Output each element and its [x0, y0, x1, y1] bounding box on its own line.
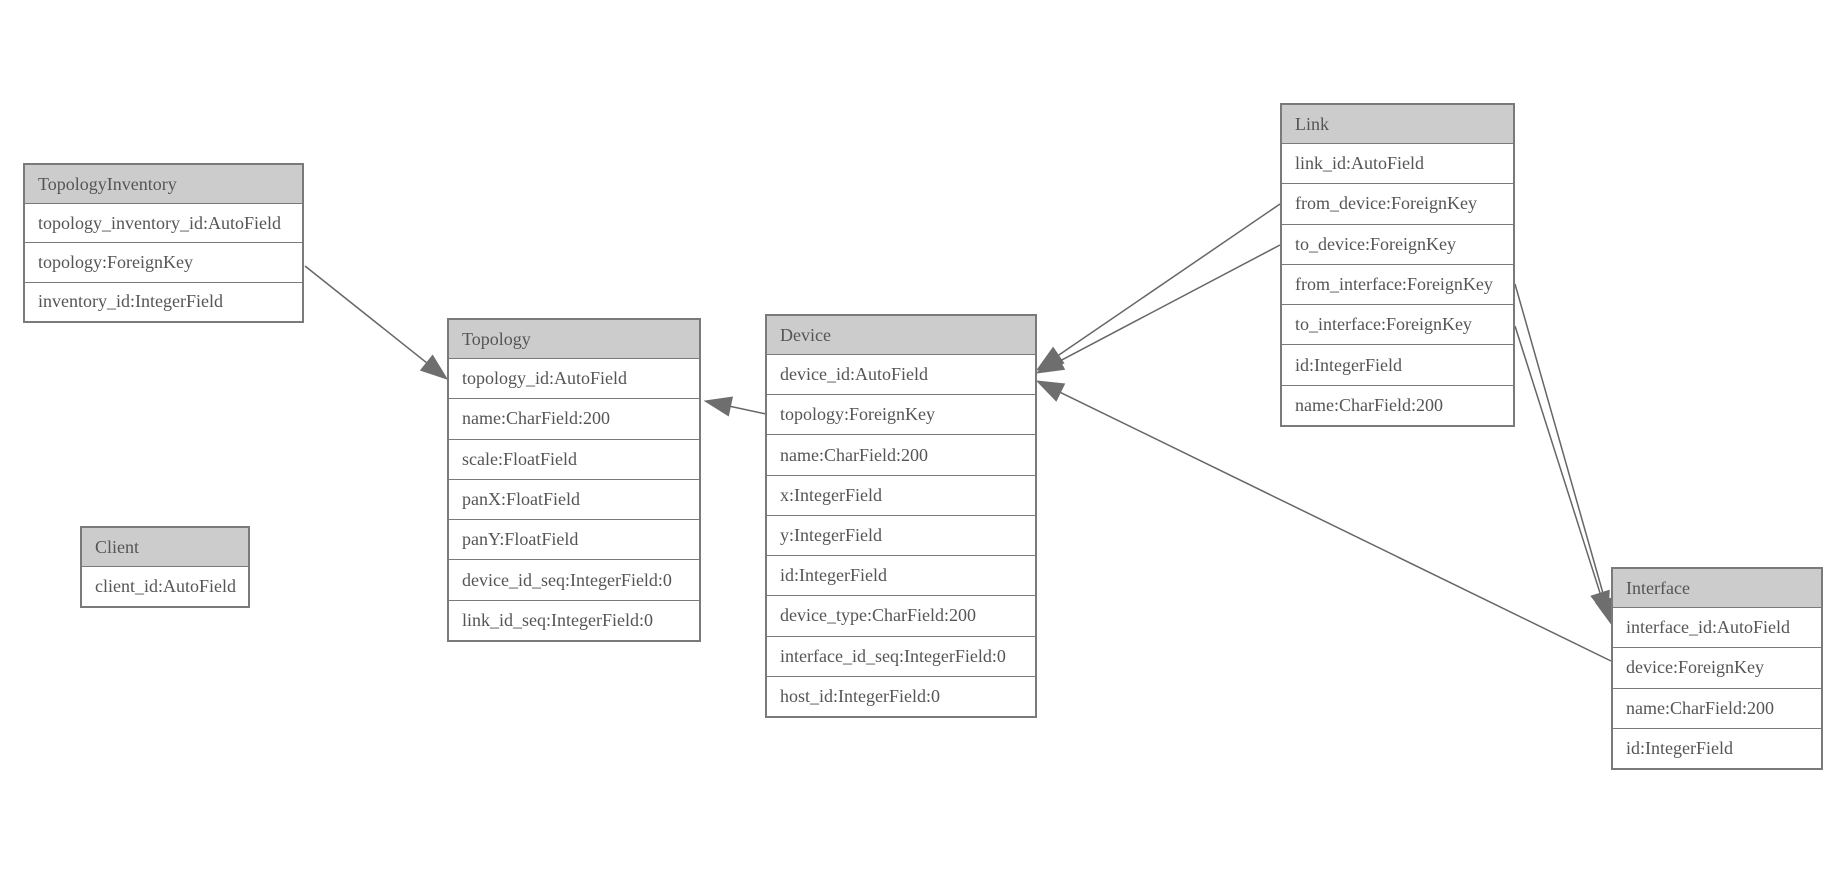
edge-device-topology-to-topology — [703, 396, 767, 417]
entity-field-row: scale:FloatField — [449, 439, 699, 480]
arrowhead-icon — [703, 396, 734, 417]
edge-line — [1060, 391, 1612, 662]
entity-field-row: interface_id_seq:IntegerField:0 — [767, 636, 1035, 677]
entity-title-client: Client — [82, 528, 248, 567]
edge-link-from-device-to-device — [1035, 203, 1281, 371]
entity-field-row: name:CharField:200 — [1282, 385, 1513, 425]
edge-line — [730, 405, 767, 415]
arrowhead-icon — [1590, 589, 1610, 620]
edge-line — [304, 265, 428, 364]
entity-field-row: link_id:AutoField — [1282, 144, 1513, 185]
arrowhead-icon — [419, 354, 449, 380]
entity-field-row: name:CharField:200 — [1613, 688, 1821, 729]
entity-field-row: to_device:ForeignKey — [1282, 224, 1513, 265]
entity-field-row: to_interface:ForeignKey — [1282, 305, 1513, 346]
entity-field-row: topology_id:AutoField — [449, 359, 699, 400]
entity-title-topology: Topology — [449, 320, 699, 359]
entity-title-link: Link — [1282, 105, 1513, 144]
entity-field-row: device_id:AutoField — [767, 355, 1035, 396]
entity-field-row: from_interface:ForeignKey — [1282, 264, 1513, 306]
entity-field-row: device:ForeignKey — [1613, 648, 1821, 689]
entity-field-row: panX:FloatField — [449, 479, 699, 521]
entity-field-row: device_id_seq:IntegerField:0 — [449, 560, 699, 601]
entity-field-row: id:IntegerField — [767, 556, 1035, 597]
entity-field-row: host_id:IntegerField:0 — [767, 676, 1035, 716]
edge-line — [1514, 325, 1601, 594]
entity-title-interface: Interface — [1613, 569, 1821, 608]
entity-title-topology-inventory: TopologyInventory — [25, 165, 302, 204]
edge-line — [1059, 244, 1281, 362]
edge-topologyinventory-topology-to-topology — [304, 265, 449, 380]
entity-field-row: name:CharField:200 — [767, 435, 1035, 476]
edge-interface-device-to-device — [1035, 380, 1612, 662]
arrowhead-icon — [1035, 380, 1066, 402]
edge-link-from-interface-to-interface — [1514, 283, 1615, 627]
entity-field-row: client_id:AutoField — [82, 567, 248, 606]
edge-line — [1514, 283, 1606, 601]
entity-field-row: device_type:CharField:200 — [767, 596, 1035, 637]
entity-field-row: panY:FloatField — [449, 520, 699, 561]
entity-field-row: link_id_seq:IntegerField:0 — [449, 600, 699, 640]
edge-link-to-device-to-device — [1035, 244, 1281, 374]
edge-link-to-interface-to-interface — [1514, 325, 1610, 620]
entity-title-device: Device — [767, 316, 1035, 355]
entity-field-row: inventory_id:IntegerField — [25, 282, 302, 321]
entity-field-row: from_device:ForeignKey — [1282, 184, 1513, 225]
edge-line — [1058, 203, 1281, 356]
entity-field-row: name:CharField:200 — [449, 399, 699, 440]
entity-field-row: id:IntegerField — [1613, 728, 1821, 768]
arrowhead-icon — [1035, 351, 1066, 374]
entity-field-row: topology_inventory_id:AutoField — [25, 204, 302, 244]
entity-field-row: interface_id:AutoField — [1613, 608, 1821, 649]
entity-field-row: topology:ForeignKey — [767, 395, 1035, 436]
entity-field-row: topology:ForeignKey — [25, 243, 302, 283]
entity-field-row: y:IntegerField — [767, 515, 1035, 557]
entity-field-row: id:IntegerField — [1282, 345, 1513, 386]
entity-field-row: x:IntegerField — [767, 475, 1035, 516]
